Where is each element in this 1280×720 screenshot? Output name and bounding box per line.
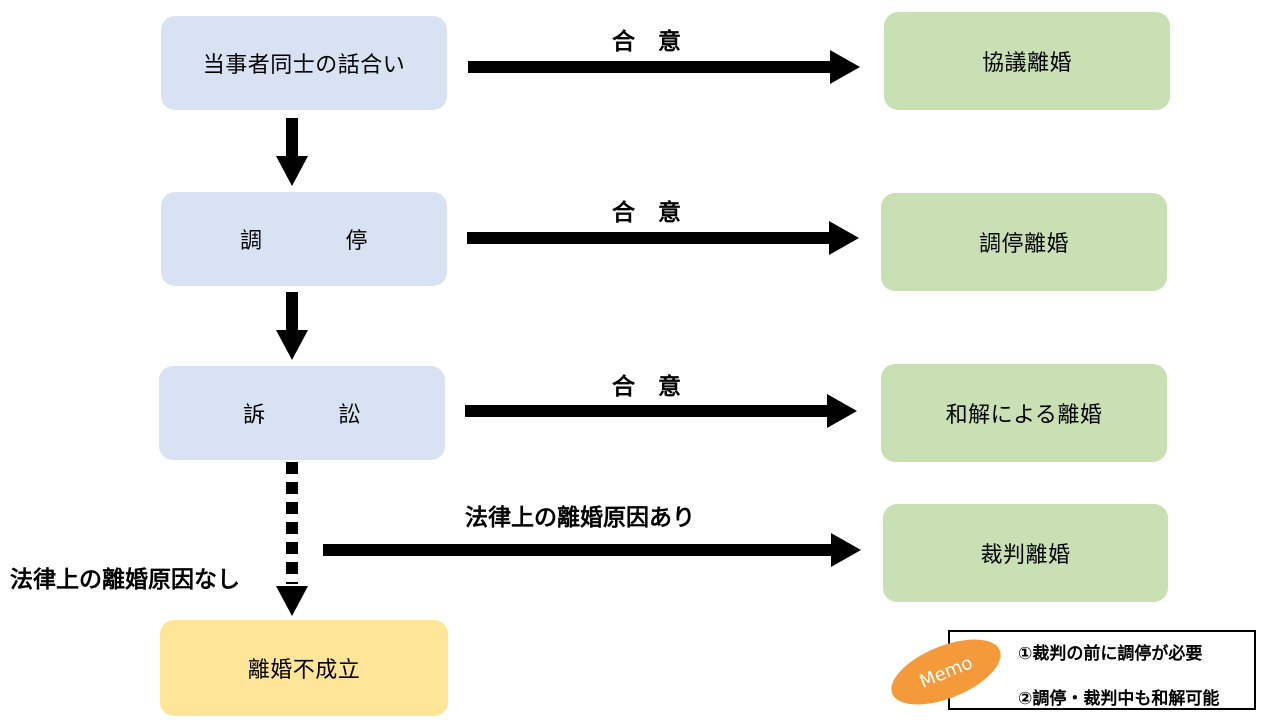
memo-note-1: ①裁判の前に調停が必要 bbox=[1018, 644, 1203, 664]
label-legal-cause-no: 法律上の離婚原因なし bbox=[10, 567, 240, 593]
step-mediation-char-1: 調 bbox=[240, 229, 263, 254]
outcome-mediation-divorce: 調停離婚 bbox=[881, 193, 1167, 291]
step-mediation-char-2: 停 bbox=[345, 229, 368, 254]
step-talk: 当事者同士の話合い bbox=[161, 16, 447, 110]
arrow-talk-to-agreement bbox=[468, 50, 860, 84]
step-failure-label: 離婚不成立 bbox=[247, 658, 361, 683]
arrow-talk-to-mediation bbox=[276, 118, 308, 186]
dotted-lawsuit-to-failure bbox=[286, 462, 298, 584]
outcome-judgment-divorce: 裁判離婚 bbox=[883, 504, 1168, 602]
arrow-lawsuit-to-settlement bbox=[465, 394, 857, 428]
arrow-mediation-to-outcome bbox=[467, 221, 859, 255]
memo-box: ①裁判の前に調停が必要 ②調停・裁判中も和解可能 bbox=[948, 630, 1256, 710]
step-mediation-label: 調 停 bbox=[240, 223, 368, 255]
arrow-mediation-to-lawsuit bbox=[276, 292, 308, 360]
step-lawsuit-char-2: 訟 bbox=[338, 403, 361, 428]
outcome-settlement-label: 和解による離婚 bbox=[945, 403, 1103, 428]
step-lawsuit-label: 訴 訟 bbox=[243, 397, 361, 429]
memo-note-2: ②調停・裁判中も和解可能 bbox=[1018, 689, 1220, 709]
label-agreement-1: 合 意 bbox=[612, 29, 681, 55]
label-agreement-3: 合 意 bbox=[612, 374, 681, 400]
outcome-mediation-label: 調停離婚 bbox=[978, 232, 1069, 257]
arrow-to-failure-head bbox=[276, 580, 308, 616]
step-failure: 離婚不成立 bbox=[160, 620, 448, 716]
step-mediation: 調 停 bbox=[161, 192, 447, 286]
step-lawsuit-char-1: 訴 bbox=[243, 403, 266, 428]
outcome-settlement-divorce: 和解による離婚 bbox=[881, 364, 1167, 462]
outcome-agreement-label: 協議離婚 bbox=[981, 51, 1072, 76]
label-legal-cause-yes: 法律上の離婚原因あり bbox=[465, 505, 695, 531]
memo-tag-label: Memo bbox=[916, 651, 976, 693]
step-lawsuit: 訴 訟 bbox=[159, 366, 445, 460]
arrow-lawsuit-to-judgment bbox=[323, 533, 861, 567]
outcome-agreement-divorce: 協議離婚 bbox=[884, 12, 1170, 110]
label-agreement-2: 合 意 bbox=[612, 200, 681, 226]
step-talk-label: 当事者同士の話合い bbox=[202, 53, 406, 78]
outcome-judgment-label: 裁判離婚 bbox=[980, 543, 1071, 568]
